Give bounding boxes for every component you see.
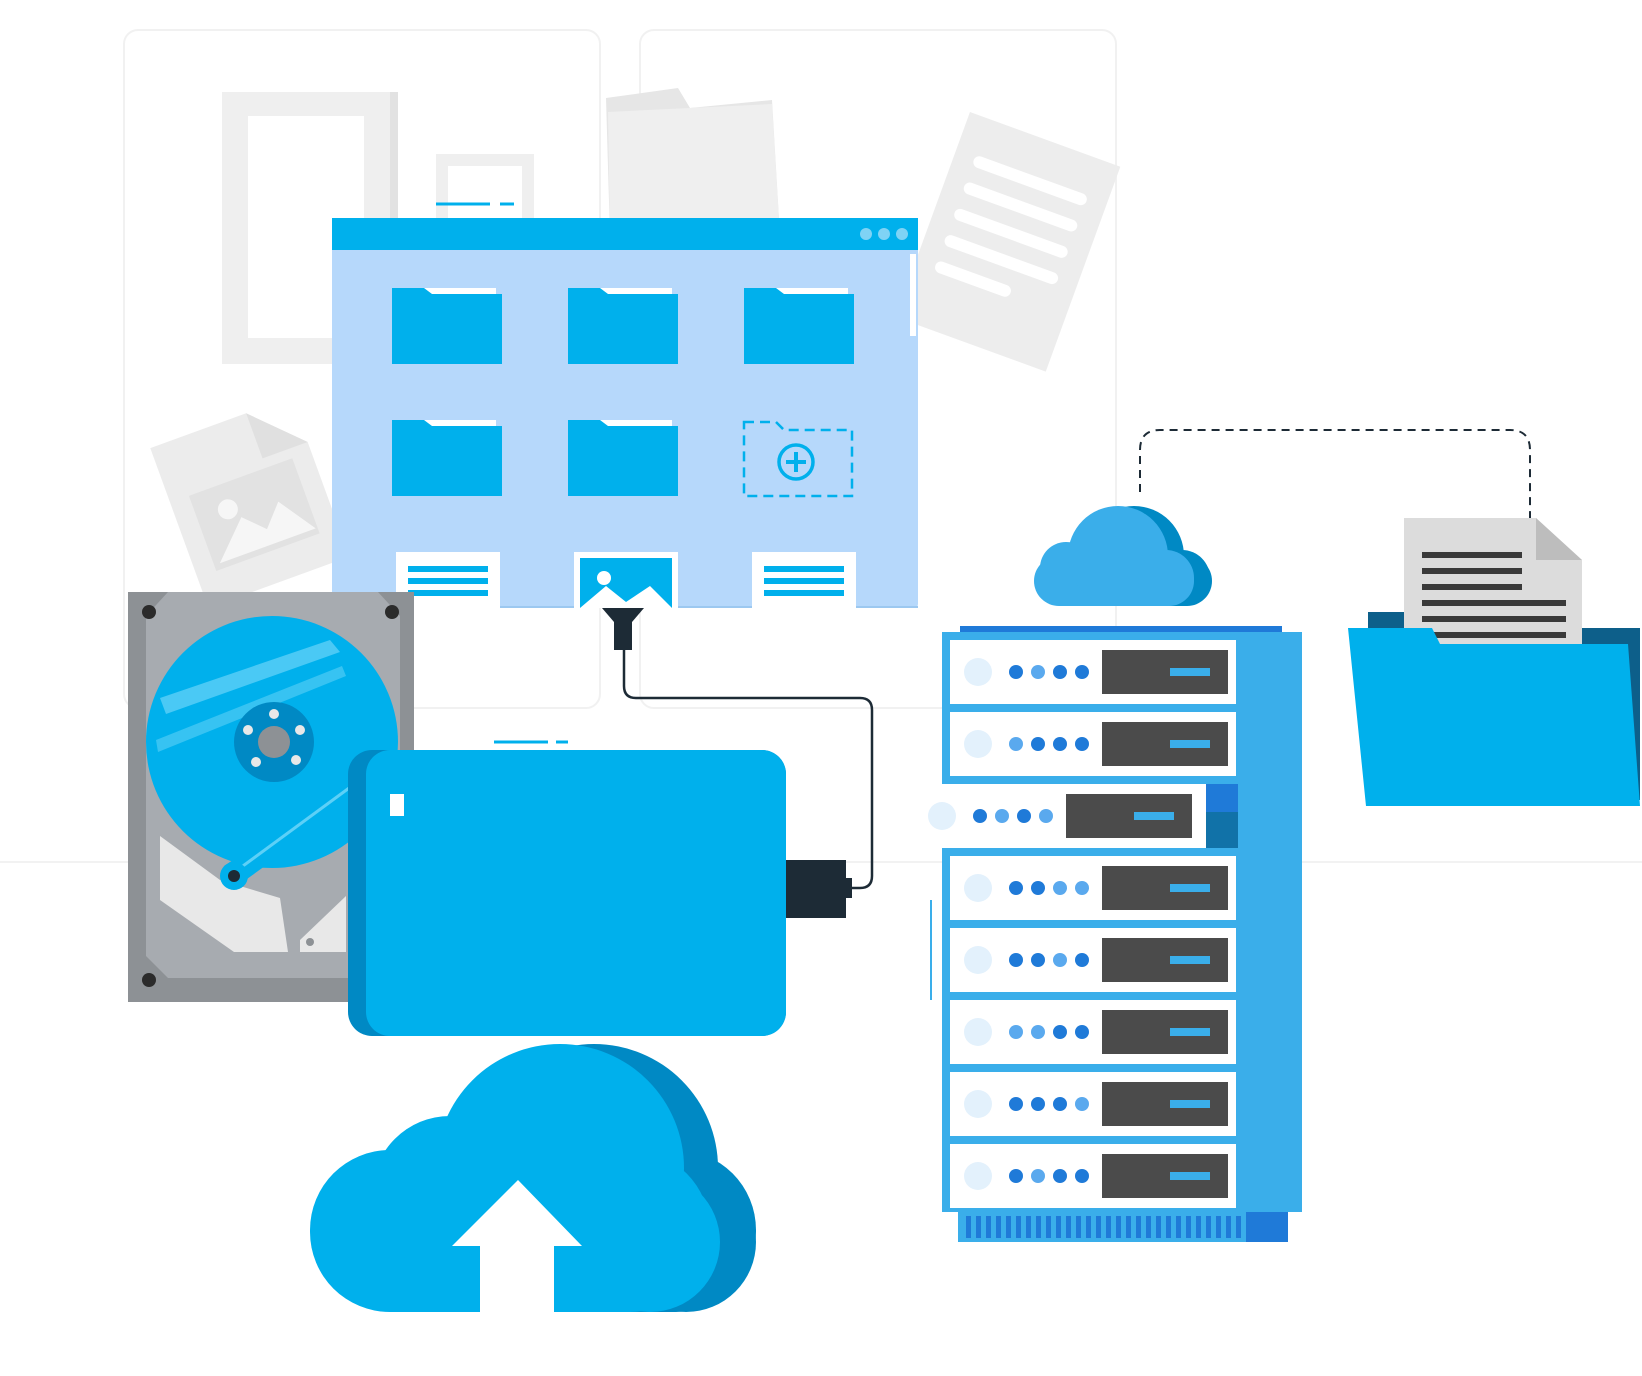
- folder-icon: [392, 288, 502, 364]
- external-drive-icon: [348, 740, 846, 1036]
- server-unit: [950, 712, 1236, 776]
- file-manager-window-icon: [332, 218, 918, 608]
- ghost-folder-icon: [606, 88, 780, 236]
- server-unit: [950, 1144, 1236, 1208]
- cloud-icon: [1034, 506, 1212, 606]
- cloud-upload-icon: [310, 1044, 756, 1312]
- connection-line: [1139, 429, 1531, 520]
- server-unit: [950, 1072, 1236, 1136]
- folder-icon: [744, 288, 854, 364]
- hard-disk-icon: [128, 592, 414, 1002]
- server-rack-icon: [912, 626, 1302, 1242]
- server-unit: [950, 928, 1236, 992]
- folder-icon: [392, 420, 502, 496]
- server-unit: [912, 784, 1238, 848]
- document-file-icon: [1404, 518, 1582, 660]
- folder-icon: [568, 420, 678, 496]
- document-file-icon: [752, 552, 856, 608]
- server-unit: [950, 640, 1236, 704]
- image-file-icon: [574, 552, 678, 608]
- server-unit: [950, 1000, 1236, 1064]
- open-folder-icon: [1348, 518, 1640, 806]
- ghost-image-icon: [150, 413, 350, 608]
- add-folder-icon: [742, 420, 854, 498]
- folder-icon: [568, 288, 678, 364]
- ghost-document-icon: [895, 112, 1121, 372]
- server-unit: [950, 856, 1236, 920]
